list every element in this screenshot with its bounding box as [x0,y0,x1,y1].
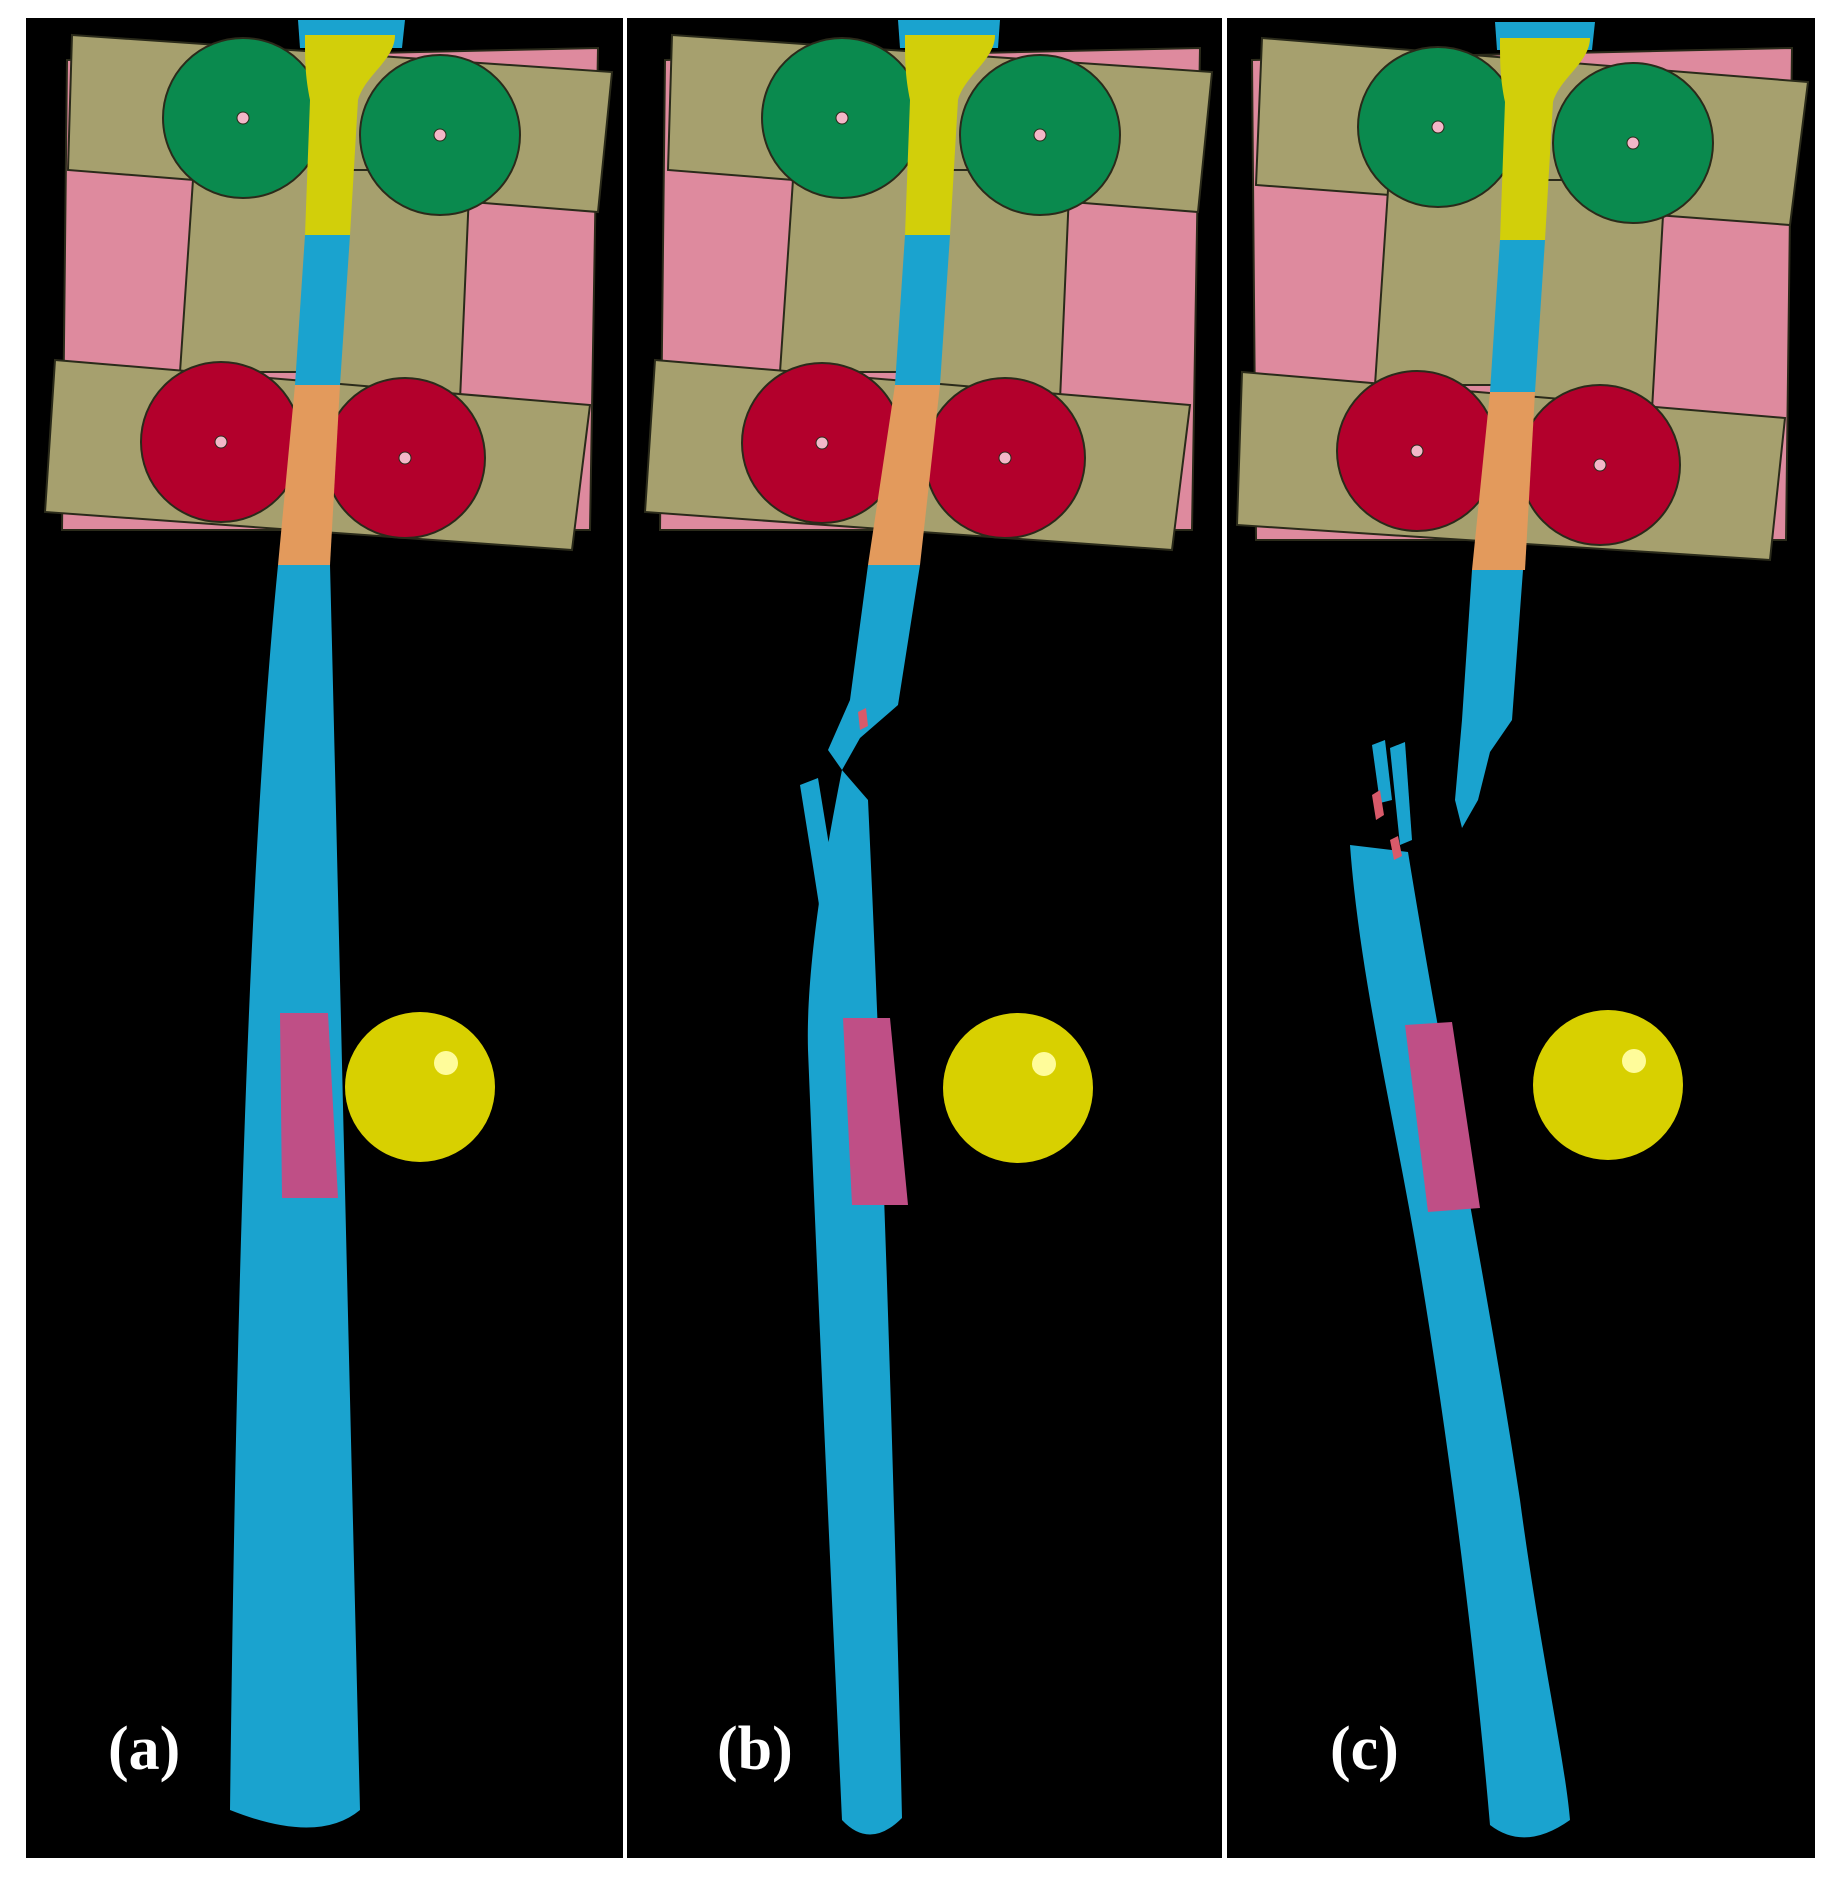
impact-zone [1405,1022,1480,1212]
roller-pin [815,436,829,450]
roller-pin [1431,120,1445,134]
roller-pin [236,111,250,125]
crack-mark [858,708,868,730]
ball [1533,1010,1683,1160]
roller-pin [1033,128,1047,142]
crack-mark [1372,790,1384,820]
roller-pin [214,435,228,449]
grip-band [1472,392,1535,570]
ball-highlight [1622,1049,1646,1073]
roller-pin [1626,136,1640,150]
bat-upper-fragment [1455,570,1523,828]
roller-pin [1593,458,1607,472]
ball-highlight [1032,1052,1056,1076]
handle-clamp [1500,38,1590,240]
grip-band [868,385,940,565]
roller-pin [433,128,447,142]
crack-mark [1390,836,1402,860]
crack-splinter [1390,742,1412,845]
crack-splinter [1372,740,1392,803]
bat-handle [1490,240,1545,392]
roller-pin [1410,444,1424,458]
panel-b-scene [643,20,1214,1835]
bat-handle [895,235,950,385]
impact-zone [843,1018,908,1205]
bat-handle [295,235,350,385]
ball-highlight [434,1051,458,1075]
bat-upper-fragment [828,565,920,770]
panel-b: (b) [627,18,1222,1858]
handle-clamp [905,35,995,235]
panel-label: (a) [108,1715,181,1783]
panel-c: (c) [1227,18,1815,1858]
panel-label: (c) [1330,1715,1399,1783]
grip-band [278,385,340,565]
ball [345,1012,495,1162]
ball [943,1013,1093,1163]
panel-a-scene [43,20,614,1828]
panel-c-scene [1235,22,1810,1838]
panel-label: (b) [717,1715,793,1783]
roller-pin [835,111,849,125]
panel-a: (a) [26,18,623,1858]
bat-lower-fragment [1350,845,1570,1838]
bat-lower-fragment [807,770,902,1835]
roller-pin [398,451,412,465]
handle-clamp [305,35,395,235]
roller-pin [998,451,1012,465]
impact-zone [280,1013,338,1198]
